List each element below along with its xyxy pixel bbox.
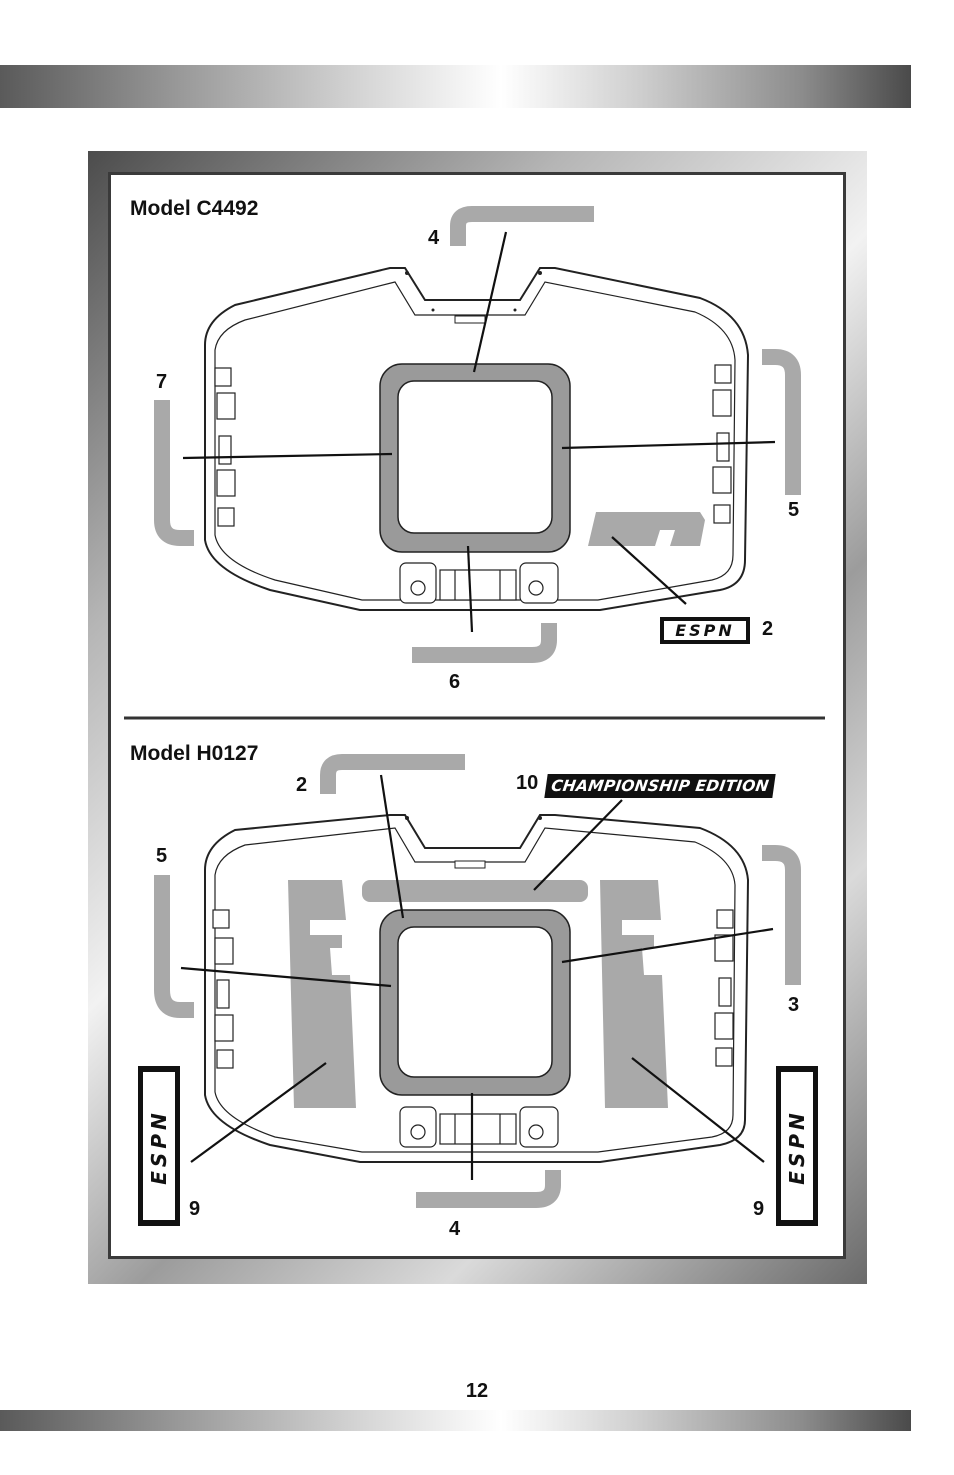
label-4-shape — [416, 1170, 561, 1208]
callout-4: 4 — [449, 1218, 461, 1240]
label-2-shape — [320, 754, 465, 794]
page-number: 12 — [465, 1380, 489, 1402]
label-3-shape — [762, 845, 801, 985]
callout-7: 7 — [156, 371, 168, 393]
callout-3: 3 — [788, 994, 800, 1016]
callout-6: 6 — [449, 671, 461, 693]
model-h0127-title: Model H0127 — [130, 742, 259, 765]
espn-vertical-sticker-left — [288, 880, 356, 1108]
callout-5: 5 — [156, 845, 168, 867]
espn-logo-vertical-left-text: ESPN — [147, 1109, 171, 1185]
header-decorative-bar — [0, 65, 911, 108]
espn-sticker-area — [588, 512, 705, 546]
callout-9-right: 9 — [753, 1198, 765, 1220]
callout-9-left: 9 — [189, 1198, 201, 1220]
backboard-c4492 — [154, 206, 801, 663]
footer-decorative-bar — [0, 1410, 911, 1431]
model-c4492-title: Model C4492 — [130, 197, 259, 220]
callout-2: 2 — [762, 618, 774, 640]
label-5-shape — [762, 349, 801, 495]
callout-4: 4 — [428, 227, 440, 249]
callout-2: 2 — [296, 774, 308, 796]
backboard-h0127 — [138, 754, 818, 1226]
label-6-shape — [412, 623, 557, 663]
label-4-shape — [450, 206, 594, 246]
label-5-shape — [154, 875, 194, 1018]
callout-5: 5 — [788, 499, 800, 521]
espn-logo-text: ESPN — [675, 621, 735, 640]
espn-vertical-sticker-right — [600, 880, 668, 1108]
championship-edition-banner: CHAMPIONSHIP EDITION — [544, 774, 776, 798]
banner-sticker-area — [362, 880, 588, 902]
callout-10: 10 — [516, 772, 539, 794]
espn-logo-vertical-right-text: ESPN — [785, 1109, 809, 1185]
label-7-shape — [154, 400, 194, 546]
